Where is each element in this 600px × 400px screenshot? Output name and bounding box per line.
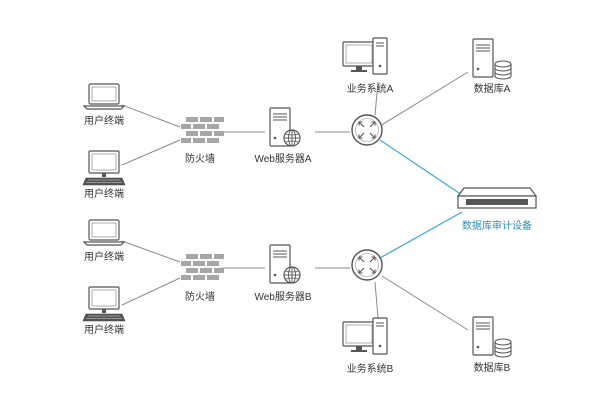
desktop-icon [82,286,126,322]
brick-wall-icon [181,254,224,280]
link-router-b-database-b [381,275,469,331]
router-icon [351,114,383,146]
laptop-icon [83,219,125,246]
link-terminal-a2-firewall-a [121,139,181,166]
server-globe-icon [269,244,301,284]
router-b[interactable] [351,249,383,281]
rack-appliance-icon [457,187,537,209]
business-system-a[interactable]: 业务系统A [342,37,394,95]
web-server-a-label: Web服务器A [254,152,311,165]
server-globe-icon [269,107,301,147]
database-a[interactable]: 数据库A [472,38,512,95]
link-router-a-database-a [379,71,469,127]
database-server-icon [472,38,512,80]
terminal-a1[interactable]: 用户终端 [83,83,125,127]
audit-device[interactable]: 数据库审计设备 [457,187,537,232]
link-router-b-audit [379,211,463,259]
terminal-b1[interactable]: 用户终端 [83,219,125,263]
workstation-icon [342,317,388,355]
link-terminal-b1-firewall-b [121,240,181,263]
laptop-icon [83,83,125,110]
link-router-b-business-b [374,281,379,319]
web-server-b[interactable]: Web服务器B [254,244,312,303]
desktop-icon [82,150,126,186]
firewall-a[interactable]: 防火墙 [181,117,224,165]
link-router-a-audit [379,139,463,196]
link-terminal-a1-firewall-a [121,104,181,128]
link-router-a-business-a [374,81,379,116]
router-a[interactable] [351,114,383,146]
connection-lines [121,71,469,331]
web-server-b-label: Web服务器B [254,290,311,303]
firewall-a-label: 防火墙 [185,152,215,165]
database-b-label: 数据库B [474,361,511,374]
database-b[interactable]: 数据库B [472,316,512,374]
audit-device-label: 数据库审计设备 [462,219,532,232]
terminal-b1-label: 用户终端 [84,250,124,263]
business-system-a-label: 业务系统A [347,82,394,95]
router-icon [351,249,383,281]
database-server-icon [472,316,512,358]
business-system-b[interactable]: 业务系统B [342,317,394,375]
firewall-b-label: 防火墙 [185,290,215,303]
terminal-a2-label: 用户终端 [84,187,124,200]
terminal-a2[interactable]: 用户终端 [82,150,126,200]
terminal-a1-label: 用户终端 [84,114,124,127]
link-terminal-b2-firewall-b [121,277,181,306]
workstation-icon [342,37,388,75]
terminal-b2-label: 用户终端 [84,323,124,336]
firewall-b[interactable]: 防火墙 [181,254,224,303]
brick-wall-icon [181,117,224,143]
business-system-b-label: 业务系统B [347,362,394,375]
database-a-label: 数据库A [474,82,511,95]
web-server-a[interactable]: Web服务器A [254,107,312,165]
terminal-b2[interactable]: 用户终端 [82,286,126,336]
